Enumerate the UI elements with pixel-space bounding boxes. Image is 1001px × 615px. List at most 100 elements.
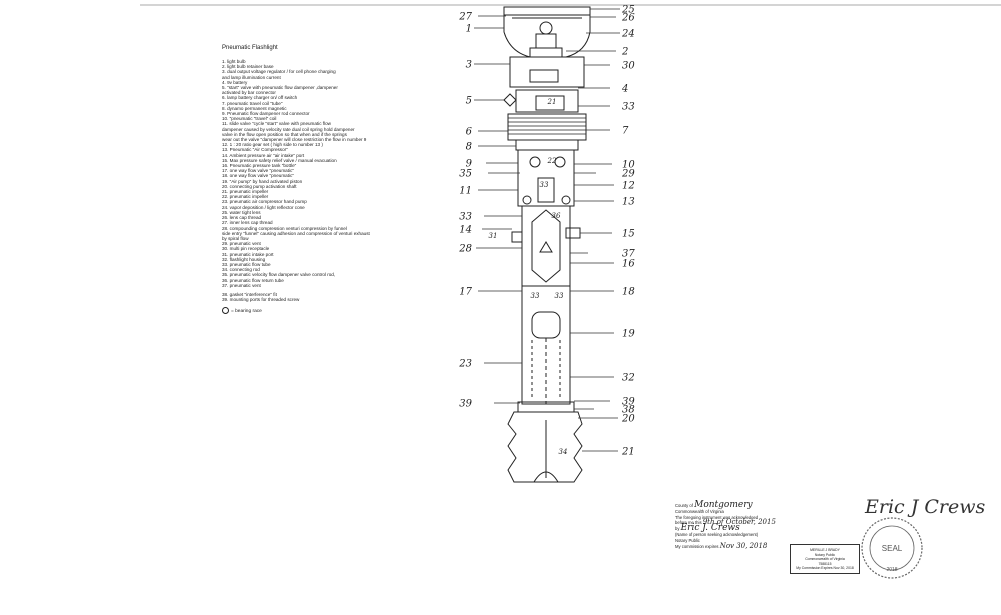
legend-item: 28. compounding compression venturi comp…: [222, 225, 370, 241]
callout-number: 9: [466, 159, 473, 170]
notary-county-line: County of Montgomery: [675, 500, 753, 510]
notary-state-line: Commonwealth of Virginia: [675, 508, 724, 514]
notary-expires-line: My commission expires Nov 30, 2018: [675, 541, 768, 550]
callout-number: 17: [459, 287, 472, 298]
bearing-race-note: = bearing race: [222, 307, 462, 315]
callout-numbers-right: 2526242304337102912131537161819323938202…: [621, 5, 635, 458]
notary-acknowledgement: County of Montgomery Commonwealth of Vir…: [675, 500, 795, 550]
relief-valve: [565, 227, 581, 239]
flashlight-drawing: [503, 6, 591, 483]
bearing-race-1: [522, 195, 532, 205]
legend-item: 8. dynamo permanent magnetic: [222, 105, 287, 111]
battery-housing: [515, 89, 579, 113]
callout-number: 29: [621, 169, 635, 180]
legend-item: 36. pneumatic flow return tube: [222, 277, 284, 283]
callout-number: 23: [458, 359, 472, 370]
callout-number: 19: [622, 329, 635, 340]
legend-item: 10. "pneumatic "travel" coil: [222, 116, 277, 122]
legend-item: 31. pneumatic intake port: [222, 251, 274, 257]
legend-item: 12. 1 : 20 ratio gear set ( high side to…: [222, 142, 323, 148]
inner-part-label: 31: [489, 232, 498, 240]
callout-number: 35: [459, 169, 472, 180]
callout-number: 13: [622, 197, 635, 208]
callout-number: 15: [622, 229, 635, 240]
callout-number: 25: [621, 5, 635, 16]
stamp-expires: My Commission Expires Nov 30, 2018: [796, 566, 854, 571]
legend-item: 17. one way flow valve "pneumatic": [222, 168, 294, 174]
seal-year: 2018: [886, 567, 897, 573]
callout-number: 18: [622, 287, 635, 298]
callout-number: 21: [621, 447, 635, 458]
inner-part-label: 22: [547, 157, 557, 165]
pump-handle: [507, 411, 583, 483]
callout-number: 30: [622, 61, 635, 72]
legend-item: 39. mounting ports for threaded screw: [222, 297, 300, 303]
legend-item: 18. one way flow valve "pneumatic": [222, 173, 294, 179]
start-valve: [503, 93, 517, 107]
legend-item: 33. pneumatic flow tube: [222, 261, 271, 267]
legend-item: 32. flashlight housing: [222, 256, 266, 262]
legend-item: 7. pneumatic travel coil "tube": [222, 100, 283, 106]
callout-number: 10: [622, 160, 635, 171]
callout-number: 33: [459, 212, 472, 223]
callout-number: 39: [459, 399, 472, 410]
legend-item: 19. "Air pump" by hand activated piston: [222, 178, 303, 184]
legend-item: 2. light bulb retainer base: [222, 64, 274, 70]
callout-number: 20: [621, 414, 635, 425]
bearing-race-2: [561, 195, 571, 205]
legend-item: 4. 9v battery: [222, 79, 248, 85]
legend-item: 11. slide valve "cycle "start" valve wit…: [222, 121, 367, 143]
notary-public-line: Notary Public: [675, 537, 700, 543]
legend-item: 22. pneumatic impeller: [222, 194, 269, 200]
legend-item: 6. lamp battery charger on/ off switch: [222, 95, 298, 101]
light-bulb: [539, 21, 553, 35]
callout-number: 6: [466, 127, 473, 138]
notary-name-caption: (Name of person seeking acknowledgement): [675, 531, 759, 537]
callout-number: 12: [622, 181, 635, 192]
legend-item: 26. lens cap thread: [222, 215, 262, 221]
coil-windings: [508, 117, 586, 135]
inner-part-label: 34: [559, 448, 568, 456]
race-note-text: = bearing race: [231, 309, 262, 315]
regulator-housing: [509, 56, 585, 88]
callout-number: 7: [622, 126, 629, 137]
legend-item: 35. pneumatic velocity flow dampener val…: [222, 272, 336, 278]
pressure-tank: [521, 205, 571, 287]
legend-item: 14. Ambient pressure air "air intake" po…: [222, 152, 305, 158]
notary-stamp: MERILLE J BRADY Notary Public Commonweal…: [790, 544, 860, 574]
inner-part-label: 21: [547, 98, 557, 106]
legend-item: 15. Max pressure safety relief valve / m…: [222, 157, 337, 163]
legend-item: 27. inner lens cap thread: [222, 220, 273, 226]
notary-ack-line: The foregoing instrument was acknowledge…: [675, 514, 759, 520]
dynamo-magnet: [515, 139, 579, 151]
legend-item: 29. pneumatic vent: [222, 241, 261, 247]
bulb-retainer-base: [535, 33, 557, 49]
stamp-name: MERILLE J BRADY: [810, 548, 840, 552]
inner-part-label: 33: [555, 292, 564, 300]
legend-item: 16. Pneumatic pressure tank "bottle": [222, 163, 297, 169]
inner-part-label: 33: [540, 181, 549, 189]
legend-item: 24. vapor deposition / light reflector c…: [222, 204, 305, 210]
callout-number: 27: [458, 12, 472, 23]
legend-item: 37. pneumatic vent: [222, 282, 261, 288]
callout-number: 16: [622, 259, 635, 270]
impeller-right: [554, 156, 566, 168]
callout-number: 37: [622, 249, 635, 260]
bulb-socket: [529, 47, 563, 58]
seal-word: SEAL: [882, 544, 903, 553]
legend-item: 21. pneumatic impeller: [222, 189, 269, 195]
callout-number: 4: [621, 84, 628, 95]
legend-item: 9. Pneumatic flow dampener rod connector: [222, 111, 310, 117]
bearing-race-symbol-icon: [222, 307, 229, 315]
legend-item: 1. light bulb: [222, 59, 246, 64]
callout-number: 38: [622, 405, 635, 416]
air-intake-port: [511, 231, 523, 243]
battery-9v: [535, 95, 565, 111]
notary-seal: SEAL 2018: [861, 517, 923, 579]
callout-number: 26: [621, 13, 635, 24]
callout-number: 32: [622, 373, 635, 384]
legend-item: 13. Pneumatic "Air Compressor": [222, 147, 288, 153]
